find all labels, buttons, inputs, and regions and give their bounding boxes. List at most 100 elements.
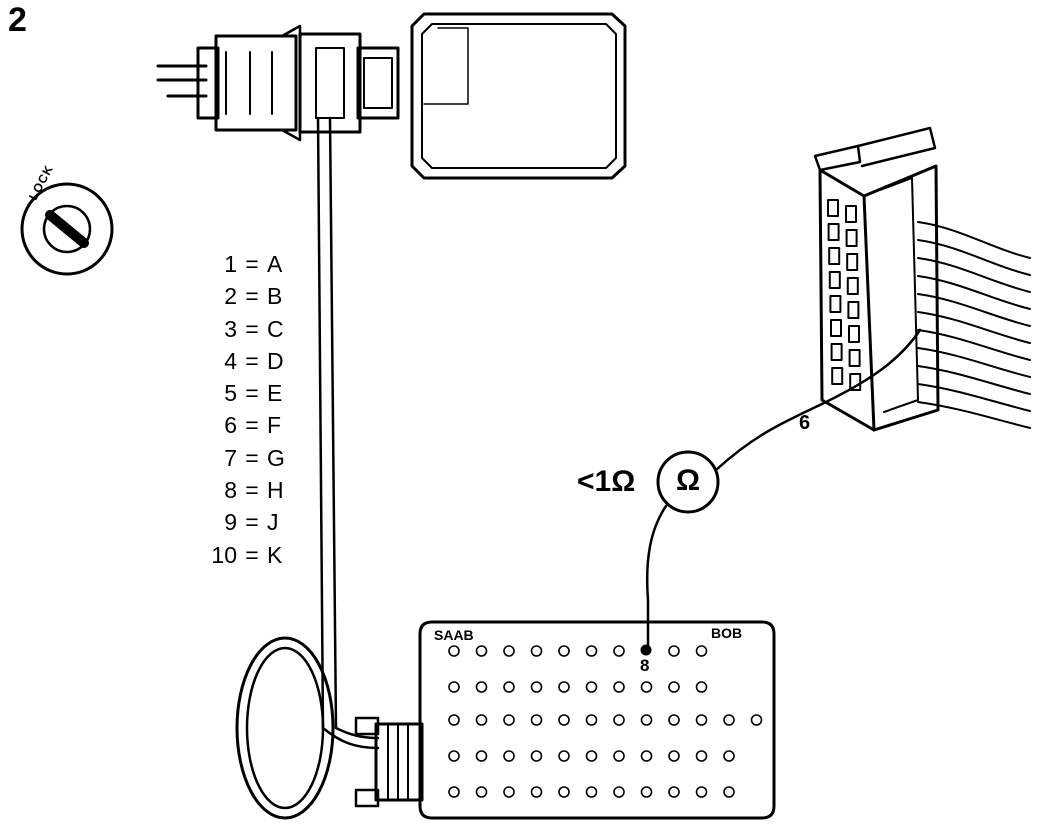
ignition-lock-icon — [20, 182, 114, 276]
adapter-cable — [235, 116, 380, 820]
harness-wire — [917, 239, 1031, 276]
harness-wire — [917, 329, 1031, 361]
harness-wire — [917, 221, 1031, 259]
bob-pin-hole — [558, 714, 570, 726]
bob-pin-hole — [613, 750, 625, 762]
bob-pin-hole — [530, 714, 543, 726]
sensor-connector-icon — [156, 24, 400, 142]
connector-slot — [846, 277, 859, 295]
bob-pin-hole — [530, 750, 543, 762]
connector-slot — [848, 349, 861, 367]
connector-slot — [845, 205, 857, 223]
bob-pin-hole — [613, 714, 625, 726]
bob-pin-hole — [475, 645, 488, 657]
bob-pin-hole — [640, 681, 653, 693]
bob-pin-hole — [503, 681, 515, 693]
bob-pin-hole — [668, 645, 680, 657]
dsub-plug-icon — [354, 716, 424, 808]
connector-slot — [847, 301, 860, 319]
harness-wire — [917, 401, 1031, 429]
pin-mapping-row: 3=C — [224, 315, 284, 342]
bob-pin-hole — [503, 714, 515, 726]
harness-wire — [917, 293, 1031, 327]
bob-pin-hole — [475, 681, 488, 693]
bob-pin-hole — [585, 645, 598, 657]
bob-pin-hole — [448, 750, 460, 762]
bob-pin-hole — [503, 786, 515, 798]
bob-pin-hole — [558, 681, 570, 693]
pin-mapping-row: 6=F — [224, 412, 282, 439]
pin-mapping-table: 1=A 2=B 3=C 4=D 5=E 6=F 7=G 8=H 9=J 10=K — [205, 248, 285, 571]
bob-pin-hole — [475, 786, 488, 798]
bob-pin-hole — [613, 786, 625, 798]
bob-pin-hole — [585, 786, 598, 798]
bob-pin-hole — [585, 714, 598, 726]
bob-pin-hole — [475, 750, 488, 762]
bob-name-label: BOB — [711, 625, 743, 641]
connector-slot — [848, 325, 860, 343]
pin-mapping-row: 9=J — [224, 509, 279, 536]
bob-pin-label: 8 — [640, 656, 650, 675]
connector-slot — [827, 199, 839, 217]
bob-pin-hole — [613, 645, 625, 657]
bob-pin-hole — [585, 750, 598, 762]
bob-pin-hole — [558, 750, 570, 762]
connector-slot — [827, 223, 840, 241]
bob-pin-hole — [695, 714, 708, 726]
bob-pin-hole — [695, 681, 708, 693]
figure-number: 2 — [8, 1, 27, 39]
connector-slot — [829, 295, 842, 313]
bob-pin-hole — [668, 750, 680, 762]
bob-pin-hole — [695, 786, 708, 798]
pin-mapping-row: 2=B — [224, 283, 283, 310]
harness-wire — [917, 383, 1031, 412]
connector-slot — [828, 247, 841, 265]
pin-mapping-row: 4=D — [224, 347, 284, 374]
harness-connector-icon — [813, 126, 1031, 432]
connector-pin-label: 6 — [799, 412, 811, 434]
pin-mapping-row: 5=E — [224, 380, 283, 407]
connector-slot — [830, 319, 842, 337]
bob-pin-hole — [448, 786, 460, 798]
bob-pin-hole — [475, 714, 488, 726]
breakout-box — [418, 620, 776, 820]
bob-pin-hole — [530, 681, 543, 693]
bob-pin-hole — [530, 786, 543, 798]
bob-pin-hole — [503, 750, 515, 762]
pin-mapping-row: 8=H — [224, 477, 284, 504]
bob-brand-label: SAAB — [434, 627, 474, 643]
bob-pin-hole — [503, 645, 515, 657]
bob-pin-hole — [668, 681, 680, 693]
connector-slot — [845, 229, 858, 247]
bob-pin-hole — [695, 750, 708, 762]
bob-pin-hole — [613, 681, 625, 693]
bob-pin-hole — [723, 786, 735, 798]
bob-pin-hole — [558, 645, 570, 657]
bob-pin-hole — [530, 645, 543, 657]
bob-pin-hole — [750, 714, 763, 726]
pin-mapping-row: 7=G — [224, 444, 285, 471]
bob-pin-hole — [640, 714, 653, 726]
bob-pin-hole — [448, 645, 460, 657]
harness-wire — [917, 257, 1031, 293]
harness-wire — [917, 347, 1031, 378]
harness-wire — [917, 365, 1031, 395]
bob-pin-hole — [723, 750, 735, 762]
bob-pin-hole — [585, 681, 598, 693]
bob-pin-hole — [695, 645, 708, 657]
bob-pin-hole — [640, 786, 653, 798]
bob-pin-hole — [640, 750, 653, 762]
resistance-reading: <1Ω — [577, 465, 636, 498]
bob-pin-hole — [668, 714, 680, 726]
connector-slot — [846, 253, 859, 271]
connector-slot — [828, 271, 841, 289]
ohm-meter-icon: Ω — [675, 464, 701, 497]
bob-pin-hole — [558, 786, 570, 798]
pin-mapping-row: 1=A — [224, 251, 283, 277]
connector-slot — [830, 343, 843, 361]
bob-pin-hole — [448, 714, 460, 726]
multimeter-probe-leads — [640, 328, 922, 656]
connector-slot — [831, 367, 844, 385]
connector-slot — [849, 373, 862, 391]
